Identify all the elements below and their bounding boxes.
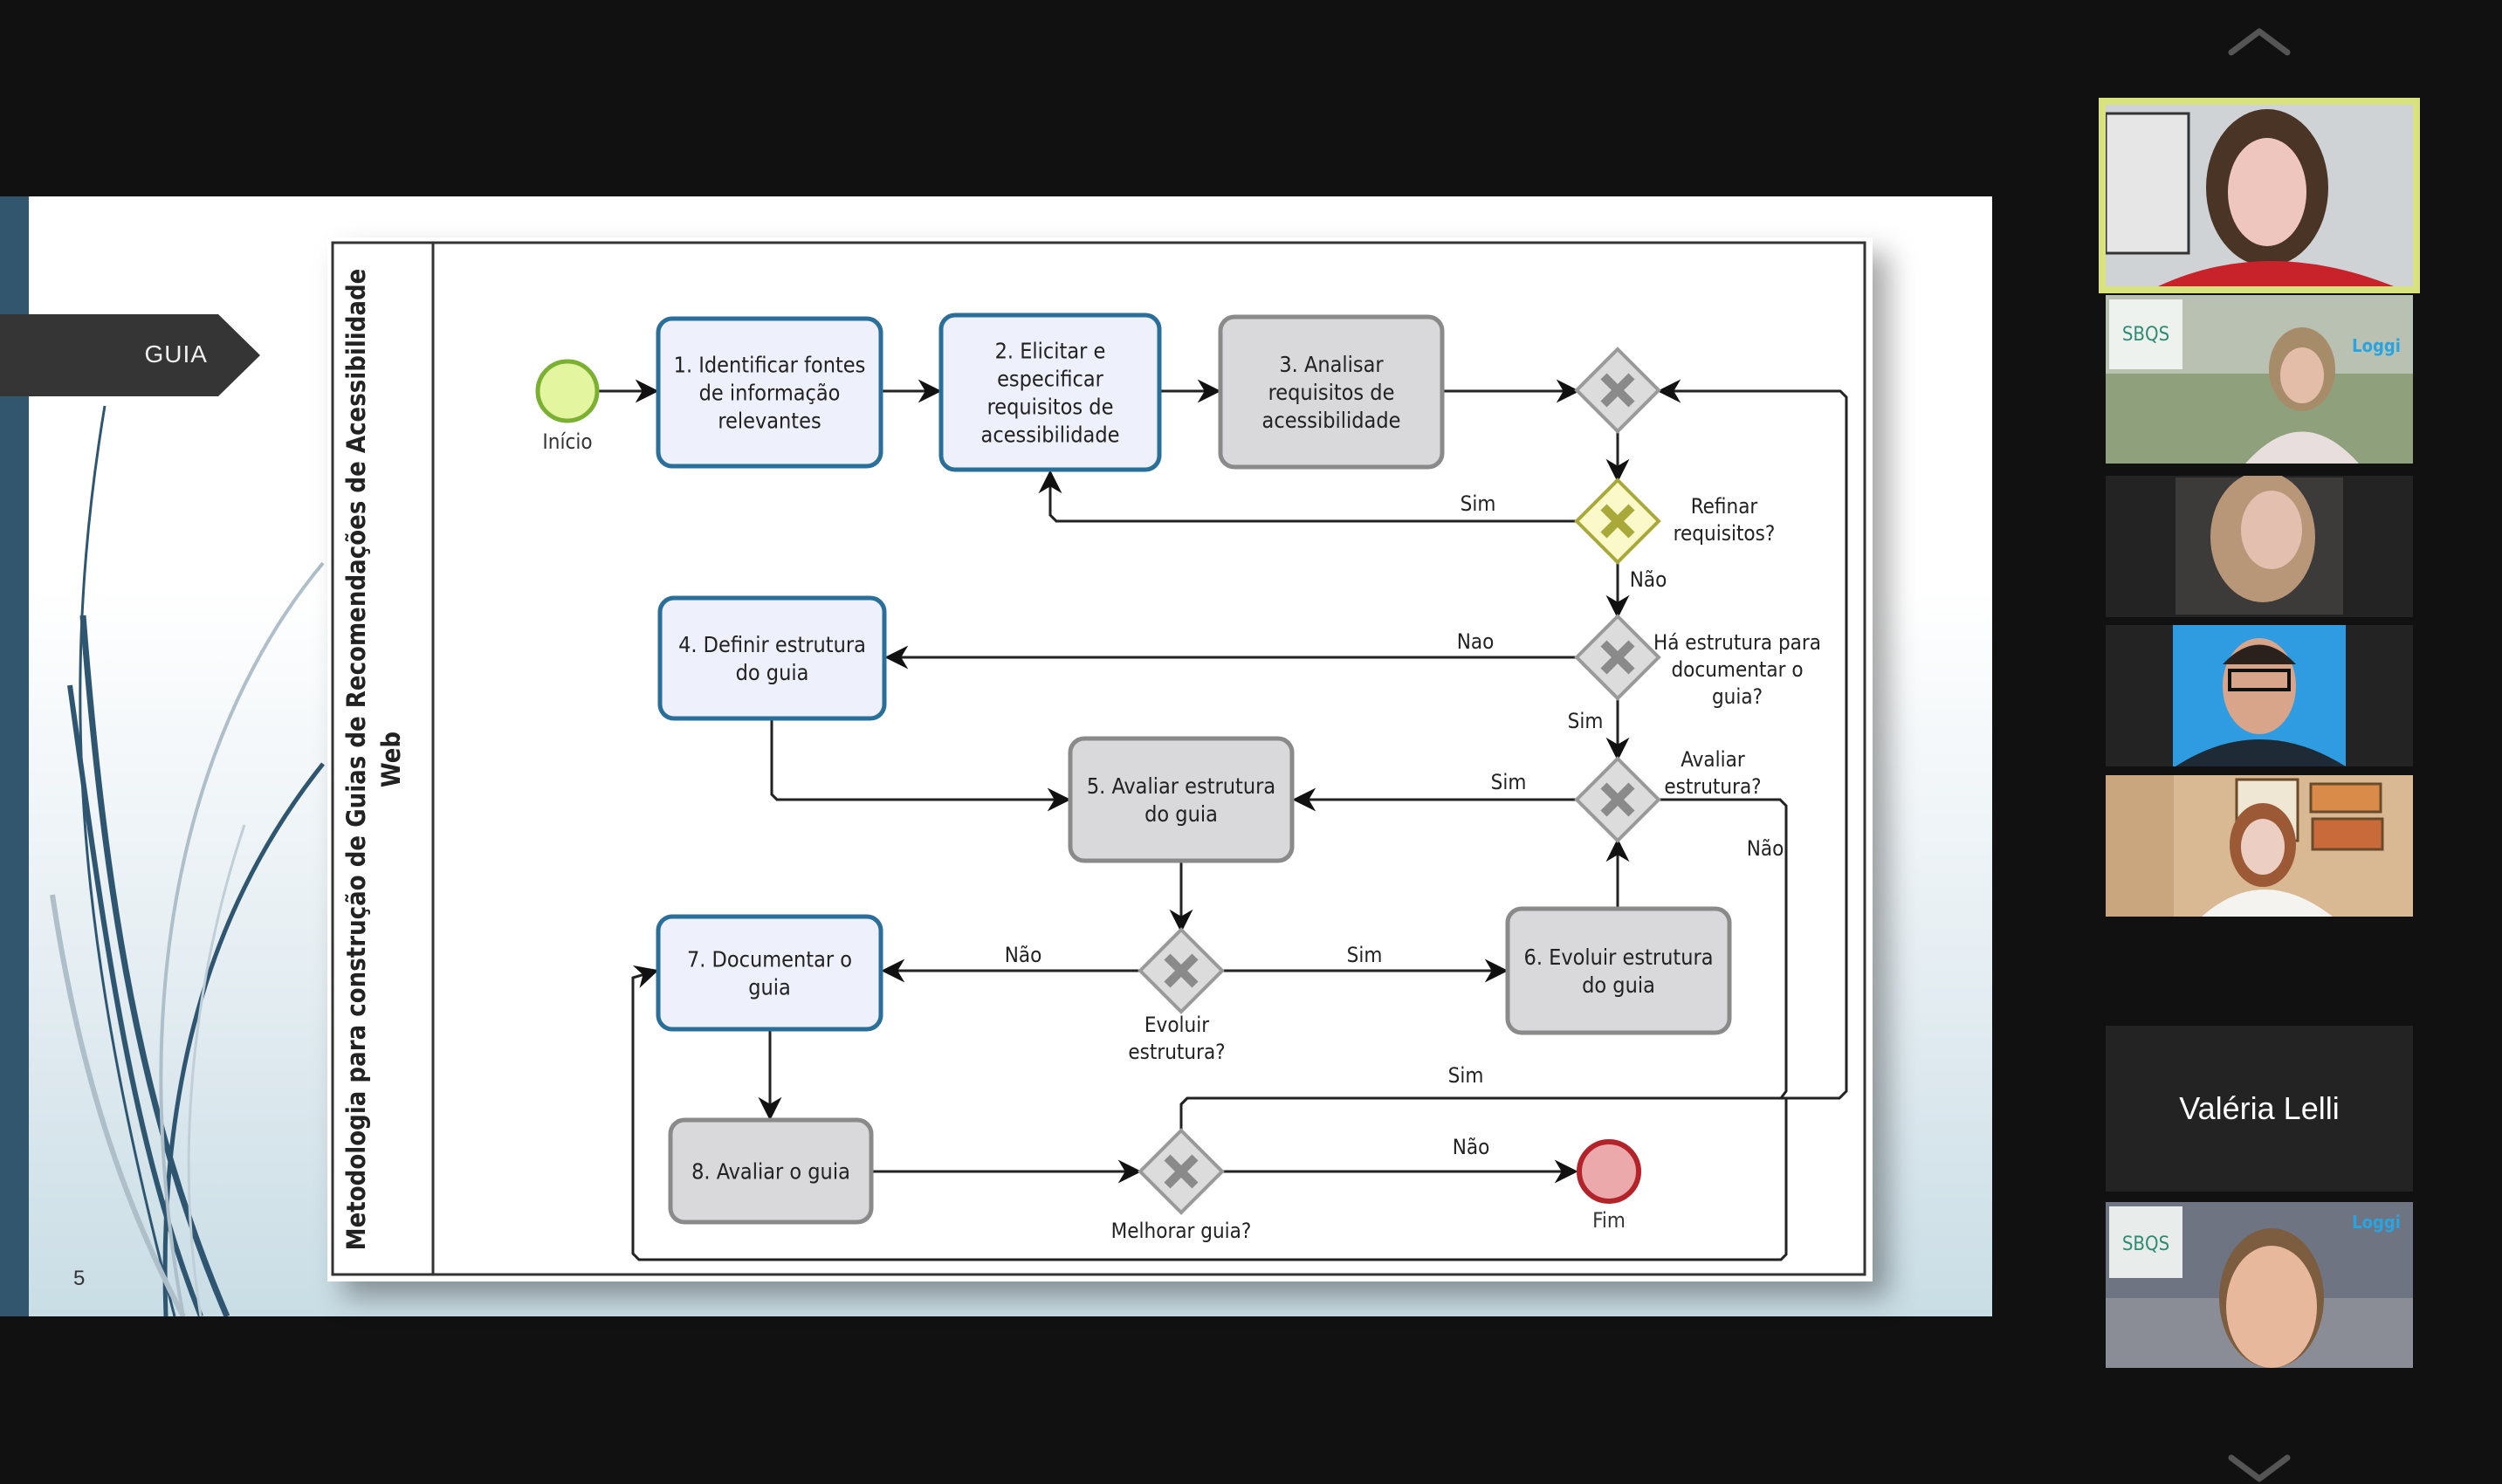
flow-refinar-sim-to-t2 [1038, 470, 1577, 523]
task-box [656, 316, 883, 469]
section-tag: GUIA [0, 314, 260, 396]
svg-text:SBQS: SBQS [2122, 1233, 2169, 1255]
flow-label-avaliar-sim: Sim [1491, 770, 1527, 794]
section-tag-label: GUIA [144, 340, 208, 368]
flow-label-evoluir-sim: Sim [1347, 943, 1383, 967]
task-box [1068, 736, 1295, 863]
flow-label-evoluir-nao: Não [1005, 943, 1042, 967]
gateway-label-line: Evoluir [1144, 1013, 1209, 1037]
task-t1: 1. Identificar fontes de informação releva… [656, 316, 883, 469]
participant-video [2106, 105, 2413, 286]
svg-text:SBQS: SBQS [2122, 324, 2169, 346]
gateway-label-line: Melhorar guia? [1111, 1219, 1252, 1243]
task-box [938, 313, 1162, 472]
chevron-down-icon[interactable] [2228, 1449, 2291, 1484]
task-box [1218, 314, 1445, 470]
end-event: Fim [1577, 1139, 1641, 1233]
task-label-line: do guia [1582, 972, 1655, 998]
svg-text:Loggi: Loggi [2352, 1212, 2401, 1233]
gateway-label-line: estrutura? [1128, 1040, 1225, 1064]
flow-loop-to-t7 [631, 965, 1788, 1261]
lane-title: Metodologia para construção de Guias de … [341, 269, 406, 1251]
task-box [1505, 906, 1732, 1035]
participant-tile-7[interactable]: SBQS Loggi [2106, 1202, 2413, 1368]
flow-label-melhorar-nao: Não [1453, 1135, 1490, 1159]
task-label-line: 4. Definir estrutura [678, 632, 866, 657]
task-label-line: acessibilidade [1262, 408, 1401, 433]
flow-label-refinar-nao: Não [1630, 567, 1667, 592]
task-t8: 8. Avaliar o guia [668, 1117, 874, 1225]
start-label: Início [542, 429, 592, 454]
lane-title-line2: Web [376, 732, 406, 787]
end-label: Fim [1592, 1208, 1626, 1233]
bpmn-diagram: Metodologia para construção de Guias de … [331, 241, 1866, 1276]
task-label-line: requisitos de [987, 395, 1114, 420]
task-label-line: do guia [1144, 801, 1218, 827]
task-label-line: 1. Identificar fontes [674, 353, 866, 378]
participant-video: SBQS Loggi [2106, 295, 2413, 464]
flow-label-ha-nao: Nao [1457, 629, 1495, 654]
task-label-line: requisitos de [1268, 380, 1395, 405]
svg-text:Loggi: Loggi [2352, 335, 2401, 356]
task-t7: 7. Documentar o guia [656, 914, 883, 1032]
gateway-label-line: Refinar [1691, 494, 1758, 519]
gateway-label-line: estrutura? [1664, 774, 1761, 799]
participant-video [2173, 625, 2346, 766]
gateway-evoluir: Evoluir estrutura? [1128, 927, 1226, 1064]
participant-video: SBQS Loggi [2106, 1202, 2413, 1368]
flow-label-melhorar-sim: Sim [1448, 1063, 1484, 1088]
task-box [668, 1117, 874, 1225]
flow-melhorar-sim-to-gw1 [1179, 379, 1848, 1131]
participant-tile-2[interactable]: SBQS Loggi [2106, 295, 2413, 464]
participant-video [2106, 775, 2413, 917]
task-label-line: 5. Avaliar estrutura [1087, 773, 1275, 799]
task-label-line: 3. Analisar [1279, 352, 1384, 377]
flow-t4-to-t5 [770, 718, 1071, 812]
task-label-line: guia [748, 975, 791, 1000]
gateway-label-line: documentar o [1671, 657, 1803, 682]
decorative-curves [50, 405, 325, 1316]
task-t4: 4. Definir estrutura do guia [657, 595, 887, 721]
gateway-label-line: requisitos? [1674, 521, 1776, 546]
participant-tile-valeria-lelli[interactable]: Valéria Lelli [2106, 1026, 2413, 1192]
slide-page-number: 5 [73, 1267, 86, 1290]
task-t3: 3. Analisar requisitos de acessibilidade [1218, 314, 1445, 470]
task-label-line: especificar [997, 367, 1104, 392]
start-event: Início [535, 359, 600, 454]
chevron-up-icon[interactable] [2228, 26, 2291, 61]
flow-label-avaliar-nao: Não [1747, 836, 1784, 861]
gateway-label-line: Avaliar [1681, 747, 1745, 772]
sequence-flows [599, 379, 1848, 1261]
participant-tile-4[interactable] [2106, 625, 2413, 766]
participant-tile-5[interactable] [2106, 775, 2413, 917]
participant-video [2176, 476, 2343, 615]
gateway-merge [1574, 347, 1661, 434]
task-label-line: do guia [736, 660, 809, 685]
participant-tile-3[interactable] [2106, 476, 2413, 617]
task-label-line: 6. Evoluir estrutura [1524, 945, 1714, 970]
lane-title-line1: Metodologia para construção de Guias de … [341, 269, 371, 1251]
task-box [656, 914, 883, 1032]
gateway-label-line: Há estrutura para [1653, 630, 1821, 655]
task-label-line: acessibilidade [981, 423, 1120, 448]
gateway-melhorar: Melhorar guia? [1111, 1128, 1252, 1243]
task-t2: 2. Elicitar e especificar requisitos de ace… [938, 313, 1162, 472]
flow-label-ha-sim: Sim [1568, 709, 1604, 733]
task-label-line: 8. Avaliar o guia [691, 1159, 850, 1185]
flow-label-refinar-sim: Sim [1461, 491, 1496, 516]
participant-name: Valéria Lelli [2179, 1090, 2340, 1126]
task-box [657, 595, 887, 721]
task-label-line: de informação [699, 381, 841, 406]
task-label-line: 2. Elicitar e [995, 339, 1106, 364]
task-label-line: relevantes [718, 409, 821, 434]
task-label-line: 7. Documentar o [687, 947, 852, 972]
gateway-label-line: guia? [1712, 684, 1763, 709]
participant-tile-active-speaker[interactable] [2099, 98, 2420, 293]
